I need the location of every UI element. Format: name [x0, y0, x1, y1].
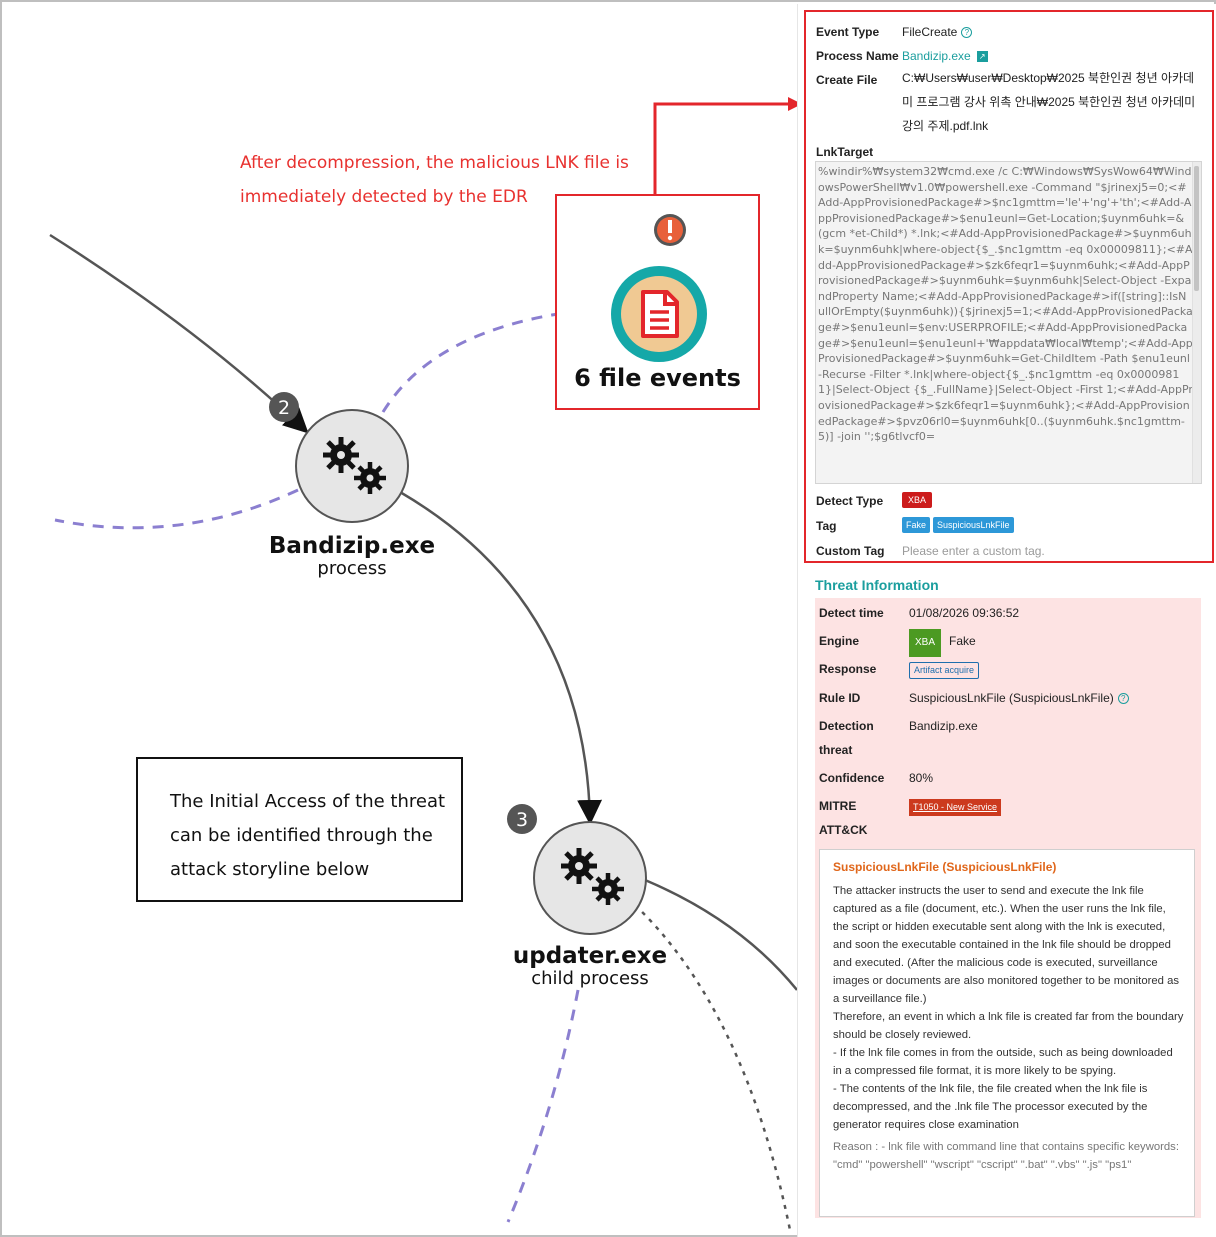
gears-icon: [323, 437, 386, 494]
mitre-technique-link[interactable]: T1050 - New Service: [909, 799, 1002, 816]
mitre-label: MITRE ATT&CK: [819, 794, 867, 842]
edge-updater-right: [644, 878, 797, 991]
callout-arrowhead: [788, 97, 797, 111]
detect-type-value: XBA: [902, 492, 933, 508]
node-name: updater.exe: [512, 943, 668, 969]
step-number-3: 3: [516, 809, 528, 831]
mitre-label-1: MITRE: [819, 799, 857, 813]
confidence-label: Confidence: [819, 771, 885, 785]
engine-value: XBA Fake: [909, 629, 976, 657]
mitre-label-2: ATT&CK: [819, 823, 868, 837]
event-type-label: Event Type: [816, 25, 880, 39]
rule-description-text: The attacker instructs the user to send …: [833, 885, 1184, 1131]
process-name-link[interactable]: Bandizip.exe: [902, 49, 971, 63]
create-file-path: C:₩Users₩user₩Desktop₩2025 북한인권 청년 아카데미 …: [902, 71, 1196, 133]
confidence-value: 80%: [909, 771, 934, 785]
detection-threat-label-2: threat: [819, 743, 853, 757]
scrollbar-thumb[interactable]: [1194, 166, 1199, 291]
artifact-acquire-button[interactable]: Artifact acquire: [909, 662, 980, 679]
node-name: Bandizip.exe: [268, 533, 436, 559]
lnk-target-content: %windir%₩system32₩cmd.exe /c C:₩Windows₩…: [818, 165, 1193, 444]
gears-icon: [561, 848, 624, 905]
event-type-value: FileCreate?: [902, 25, 973, 39]
file-events-label: 6 file events: [574, 364, 741, 392]
detect-type-label: Detect Type: [816, 494, 884, 508]
edge-bandizip-left-dashed: [54, 488, 299, 530]
rule-id-value: SuspiciousLnkFile (SuspiciousLnkFile)?: [909, 686, 1129, 710]
help-icon[interactable]: ?: [1117, 693, 1129, 705]
event-detail-panel: Event Type FileCreate? Process Name Band…: [797, 4, 1216, 1237]
event-detail-highlight: Event Type FileCreate? Process Name Band…: [804, 10, 1214, 563]
tag-badge-suspicious-lnk[interactable]: SuspiciousLnkFile: [933, 517, 1014, 533]
rule-description-title: SuspiciousLnkFile (SuspiciousLnkFile): [833, 860, 1057, 874]
response-label: Response: [819, 662, 877, 676]
edr-callout-text: After decompression, the malicious LNK f…: [240, 146, 660, 214]
threat-information-title: Threat Information: [815, 577, 939, 593]
mitre-value: T1050 - New Service: [909, 794, 1002, 818]
detection-threat-label-1: Detection: [819, 719, 874, 733]
process-name-value: Bandizip.exe ↗: [902, 49, 988, 63]
edge-updater-dotted: [634, 904, 792, 1231]
node-type: process: [317, 558, 387, 579]
lnk-target-scrollbar[interactable]: [1192, 162, 1201, 483]
node-type: child process: [531, 968, 649, 989]
file-events-callout-box: 6 file events: [555, 194, 760, 410]
rule-description-reason: Reason : - lnk file with command line th…: [833, 1141, 1179, 1171]
callout-line-1: After decompression, the malicious LNK f…: [240, 153, 629, 173]
create-file-label: Create File: [816, 73, 878, 87]
detection-threat-link[interactable]: Bandizip.exe: [909, 719, 978, 733]
rule-description-box: SuspiciousLnkFile (SuspiciousLnkFile) Th…: [819, 849, 1195, 1217]
threat-information-section: Detect time 01/08/2026 09:36:52 Engine X…: [815, 598, 1201, 1218]
step-badge-3: [507, 804, 537, 834]
callout-line-2: immediately detected by the EDR: [240, 187, 528, 207]
edge-bandizip-to-updater: [399, 490, 603, 825]
bandizip-node-label: Bandizip.exe process: [252, 533, 452, 579]
event-type-text: FileCreate: [902, 25, 958, 39]
rule-id-text: SuspiciousLnkFile (SuspiciousLnkFile): [909, 691, 1114, 705]
detect-time-value: 01/08/2026 09:36:52: [909, 606, 1020, 620]
detection-threat-label: Detection threat: [819, 714, 874, 762]
edge-to-bandizip: [49, 233, 309, 434]
lnk-target-textarea[interactable]: %windir%₩system32₩cmd.exe /c C:₩Windows₩…: [815, 161, 1202, 484]
rule-id-label: Rule ID: [819, 691, 861, 705]
step-badge-2: [269, 392, 299, 422]
callout-connector: [653, 102, 790, 194]
response-value: Artifact acquire: [909, 657, 980, 681]
document-icon: [641, 290, 679, 338]
detect-time-label: Detect time: [819, 606, 884, 620]
edge-bandizip-to-file-events: [381, 306, 611, 413]
engine-text: Fake: [949, 634, 976, 648]
initial-access-note: The Initial Access of the threat can be …: [136, 757, 463, 902]
tag-label: Tag: [816, 519, 837, 533]
custom-tag-input[interactable]: Please enter a custom tag.: [902, 544, 1045, 558]
file-events-node-graphic: [611, 214, 707, 362]
tag-badge-fake[interactable]: Fake: [902, 517, 931, 533]
step-number-2: 2: [278, 397, 290, 419]
initial-access-note-text: The Initial Access of the threat can be …: [170, 791, 446, 880]
external-link-icon[interactable]: ↗: [976, 51, 988, 63]
engine-badge: XBA: [909, 629, 942, 657]
lnk-target-label: LnkTarget: [816, 145, 874, 159]
custom-tag-label: Custom Tag: [816, 544, 885, 558]
updater-node-label: updater.exe child process: [480, 943, 700, 989]
help-icon[interactable]: ?: [961, 27, 973, 39]
engine-label: Engine: [819, 634, 860, 648]
edge-updater-purple-dashed: [506, 989, 580, 1223]
storyline-graph: 2 3: [49, 97, 797, 1231]
detect-type-badge: XBA: [902, 492, 933, 508]
process-name-label: Process Name: [816, 49, 899, 63]
